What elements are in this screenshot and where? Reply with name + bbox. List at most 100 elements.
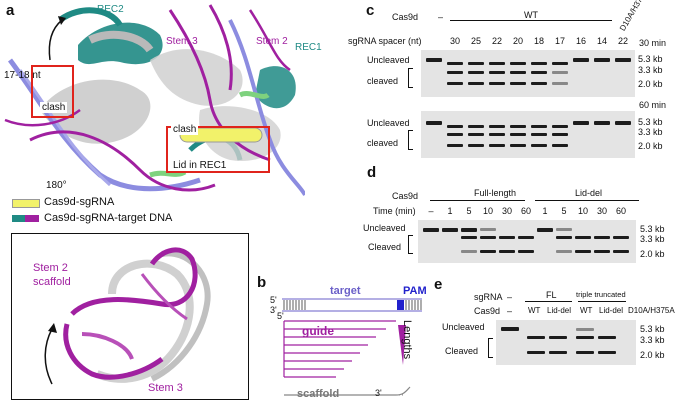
band <box>461 250 477 253</box>
three-prime-scaffold: 3' <box>375 388 382 398</box>
band <box>447 125 463 128</box>
band <box>510 144 526 147</box>
c-cas9d-label: Cas9d <box>392 12 419 22</box>
e-cas9d-label: Cas9d <box>474 306 501 316</box>
inset-rna-image <box>44 247 211 385</box>
d-time-lane-11: 60 <box>615 206 626 216</box>
band <box>531 144 547 147</box>
d-cleaved: Cleaved <box>368 242 402 252</box>
band <box>447 144 463 147</box>
band <box>615 121 631 125</box>
three-prime-top: 3' <box>270 305 277 315</box>
band <box>501 327 519 331</box>
c-size-53-60: 5.3 kb <box>638 117 663 127</box>
clash-label-2: clash <box>171 124 199 135</box>
d-lid-bar <box>535 200 639 201</box>
c-spacer-18: 18 <box>533 36 544 46</box>
d-time-lane-7: 1 <box>542 206 548 216</box>
band <box>552 62 568 65</box>
five-prime-guide: 5' <box>277 311 284 321</box>
stem3-label: Stem 3 <box>166 36 198 47</box>
band <box>556 236 572 239</box>
c-spacer-22: 22 <box>491 36 502 46</box>
d-time-lane-9: 10 <box>577 206 588 216</box>
rotate-label: 180° <box>46 180 67 191</box>
panel-e-label: e <box>434 276 443 293</box>
band <box>510 125 526 128</box>
c-size-33-30: 3.3 kb <box>638 65 663 75</box>
e-fl-label: FL <box>546 290 557 300</box>
band <box>518 236 534 239</box>
c-spacer-20: 20 <box>512 36 523 46</box>
c-spacer-30: 30 <box>449 36 460 46</box>
e-size-33: 3.3 kb <box>640 335 665 345</box>
e-triple-label: triple truncated <box>576 290 626 299</box>
band <box>576 351 594 354</box>
e-lane-wt-2: WT <box>580 306 593 315</box>
panel-a-label: a <box>6 2 15 19</box>
e-lane-wt-1: WT <box>528 306 541 315</box>
clash-label-1: clash <box>40 102 68 113</box>
legend-swatch-rna <box>25 215 39 222</box>
panel-b-label: b <box>257 274 267 291</box>
band <box>575 236 591 239</box>
inset-box <box>11 233 249 400</box>
band <box>461 228 477 232</box>
target-label: target <box>330 285 361 297</box>
structure-overlay-image <box>4 4 305 197</box>
d-time-lane-2: 1 <box>447 206 453 216</box>
c-spacer-22-mut: 22 <box>617 36 628 46</box>
inset-stem3-label: Stem 3 <box>148 382 183 394</box>
band <box>468 133 484 136</box>
c-size-53-30: 5.3 kb <box>638 54 663 64</box>
d-cleaved-bracket <box>408 235 413 254</box>
d-size-20: 2.0 kb <box>640 249 665 259</box>
e-lane-lid-2: Lid-del <box>599 306 624 315</box>
d-time-lane-1: – <box>428 206 434 216</box>
band <box>531 82 547 85</box>
c-size-33-60: 3.3 kb <box>638 127 663 137</box>
e-triple-bar <box>578 301 626 302</box>
band <box>594 250 610 253</box>
d-cas9d-label: Cas9d <box>392 191 419 201</box>
band <box>447 62 463 65</box>
d-uncleaved: Uncleaved <box>363 223 406 233</box>
band <box>549 351 567 354</box>
band <box>594 236 610 239</box>
c-uncleaved-60: Uncleaved <box>367 118 410 128</box>
inset-scaffold-label: scaffold <box>33 276 71 288</box>
stem2-label: Stem 2 <box>256 36 288 47</box>
band <box>576 336 594 339</box>
e-dash-1: – <box>507 292 513 302</box>
c-uncleaved-30: Uncleaved <box>367 55 410 65</box>
d-time-lane-4: 10 <box>482 206 493 216</box>
band <box>447 71 463 74</box>
lid-label: Lid in REC1 <box>171 160 229 171</box>
d-time-lane-3: 5 <box>466 206 472 216</box>
band <box>594 58 610 62</box>
c-spacer-17: 17 <box>554 36 565 46</box>
c-time-30: 30 min <box>639 38 667 48</box>
band <box>527 351 545 354</box>
band <box>480 228 496 231</box>
c-spacer-14: 14 <box>596 36 607 46</box>
guide-length-schematic <box>282 298 422 396</box>
d-time-lane-5: 30 <box>501 206 512 216</box>
d-size-33: 3.3 kb <box>640 234 665 244</box>
d-time-label: Time (min) <box>373 206 416 216</box>
c-size-20-60: 2.0 kb <box>638 141 663 151</box>
d-lid-label: Lid-del <box>575 188 603 198</box>
d-size-53: 5.3 kb <box>640 224 665 234</box>
c-cleaved-60: cleaved <box>367 138 399 148</box>
inset-stem2-label: Stem 2 <box>33 262 68 274</box>
band <box>527 336 545 339</box>
band <box>468 62 484 65</box>
d-full-bar <box>430 200 525 201</box>
band <box>575 250 591 253</box>
band <box>510 133 526 136</box>
band <box>442 228 458 232</box>
band <box>489 125 505 128</box>
band <box>468 71 484 74</box>
c-size-20-30: 2.0 kb <box>638 79 663 89</box>
band <box>552 133 568 136</box>
